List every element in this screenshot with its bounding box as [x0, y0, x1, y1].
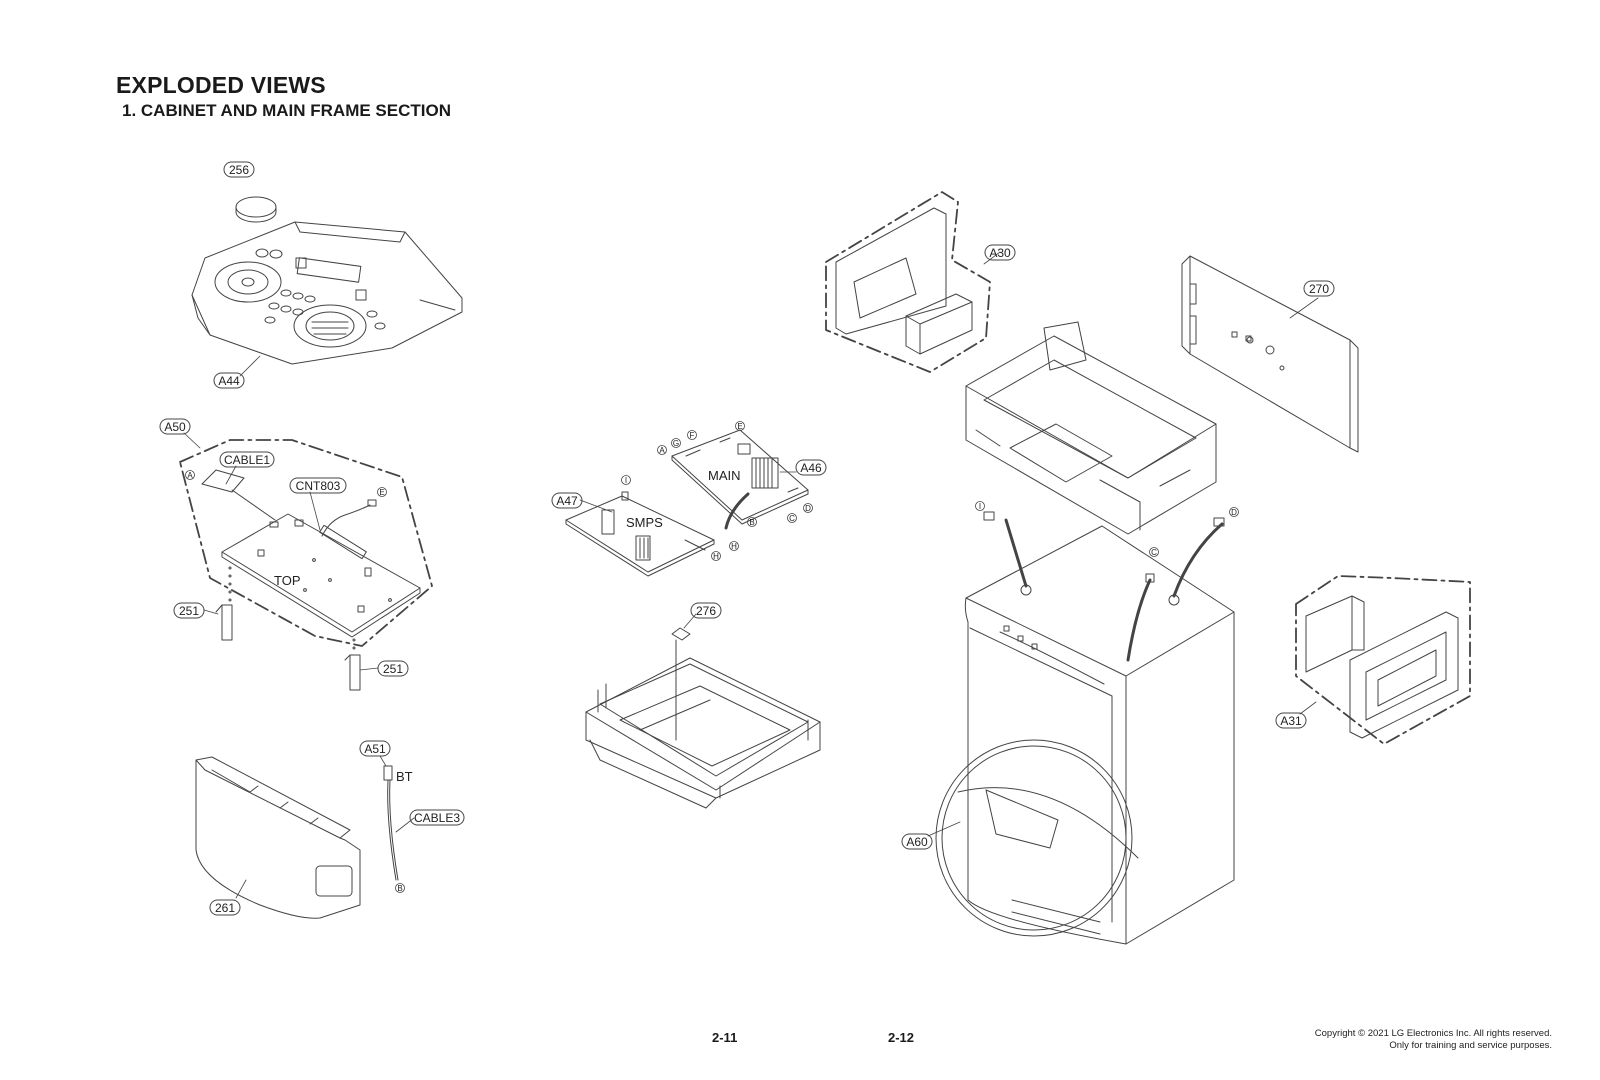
page-number-left: 2-11	[712, 1030, 738, 1045]
main-board-a46	[671, 429, 809, 530]
label-pill-cable3	[409, 809, 465, 826]
label-pill-a46	[795, 459, 827, 476]
label-pill-a31	[1275, 712, 1307, 729]
usage-notice: Only for training and service purposes.	[1389, 1040, 1552, 1051]
label-pill-a30	[984, 244, 1016, 261]
label-top-board: TOP	[274, 573, 301, 588]
label-cable1: CABLE1	[224, 453, 270, 467]
connector-g-main: G	[673, 439, 679, 448]
label-251-left: 251	[179, 604, 199, 618]
label-a50: A50	[164, 420, 186, 434]
page-title: EXPLODED VIEWS	[116, 72, 326, 98]
label-256: 256	[229, 163, 249, 177]
connector-d-cabinet: D	[1231, 508, 1237, 517]
label-pill-a44	[213, 372, 245, 389]
label-a30: A30	[989, 246, 1011, 260]
label-bt-module: BT	[396, 769, 413, 784]
label-a31: A31	[1280, 714, 1302, 728]
label-pill-261	[209, 899, 241, 916]
connector-f-main: F	[690, 431, 695, 440]
connector-e-main: E	[737, 422, 742, 431]
connector-a-main: A	[659, 446, 665, 455]
connector-h-main: H	[731, 542, 737, 551]
label-pill-251b	[377, 660, 409, 677]
label-cnt803: CNT803	[296, 479, 341, 493]
lower-frame-276	[585, 627, 821, 809]
top-board-a50	[179, 439, 433, 650]
label-261: 261	[215, 901, 235, 915]
label-270: 270	[1309, 282, 1329, 296]
label-pill-a50	[159, 418, 191, 435]
bracket-251-left	[215, 604, 233, 641]
side-bracket-a31	[1295, 575, 1471, 745]
label-cable3: CABLE3	[414, 811, 460, 825]
front-grille-261	[195, 756, 361, 919]
connector-a-top: A	[187, 471, 193, 480]
label-pill-a51	[359, 740, 391, 757]
board-labels: TOP MAIN SMPS BT	[274, 468, 741, 784]
label-276: 276	[696, 604, 716, 618]
label-main-board: MAIN	[708, 468, 741, 483]
smps-board-a47	[565, 491, 715, 577]
connector-d-main: D	[805, 504, 811, 513]
inner-frame	[965, 321, 1217, 535]
connector-i-cabinet: I	[979, 502, 981, 511]
label-a46: A46	[800, 461, 822, 475]
label-a60: A60	[906, 835, 928, 849]
copyright-block: Copyright © 2021 LG Electronics Inc. All…	[1315, 1028, 1552, 1052]
knob-256	[235, 196, 277, 223]
label-a51: A51	[364, 742, 386, 756]
label-pill-cable1	[219, 451, 275, 468]
label-pill-270	[1303, 280, 1335, 297]
connector-c-cabinet: C	[1151, 548, 1157, 557]
speaker-cabinet-a60	[935, 511, 1235, 945]
label-a47: A47	[556, 494, 578, 508]
copyright-text: Copyright © 2021 LG Electronics Inc. All…	[1314, 1028, 1552, 1039]
label-pill-276	[690, 602, 722, 619]
section-title: 1. CABINET AND MAIN FRAME SECTION	[122, 101, 451, 120]
page-number-right: 2-12	[888, 1030, 915, 1045]
leader-lines	[183, 251, 1319, 899]
connector-markers: A E B I H A G F E D C B H I C D	[185, 421, 1239, 893]
label-pill-a47	[551, 492, 583, 509]
connector-c-main: C	[789, 514, 795, 523]
connector-b-bt: B	[397, 884, 402, 893]
bt-module-a51	[383, 765, 399, 881]
rear-panel-270	[1181, 255, 1359, 453]
label-pill-256	[223, 161, 255, 178]
connector-i-smps: I	[625, 476, 627, 485]
label-251-right: 251	[383, 662, 403, 676]
label-a44: A44	[218, 374, 240, 388]
connector-h-smps: H	[713, 552, 719, 561]
connector-b-main: B	[749, 518, 754, 527]
side-bracket-a30	[825, 191, 991, 373]
top-cabinet-a44	[191, 221, 463, 365]
label-pill-cnt803	[289, 477, 347, 494]
connector-e-top: E	[379, 488, 384, 497]
label-smps-board: SMPS	[626, 515, 663, 530]
label-pill-a60	[901, 833, 933, 850]
bracket-251-right	[344, 654, 361, 691]
label-pill-251a	[173, 602, 205, 619]
part-labels: 256 A44 A50 CABLE1 CNT803 251 251 A51 CA…	[159, 161, 1335, 916]
